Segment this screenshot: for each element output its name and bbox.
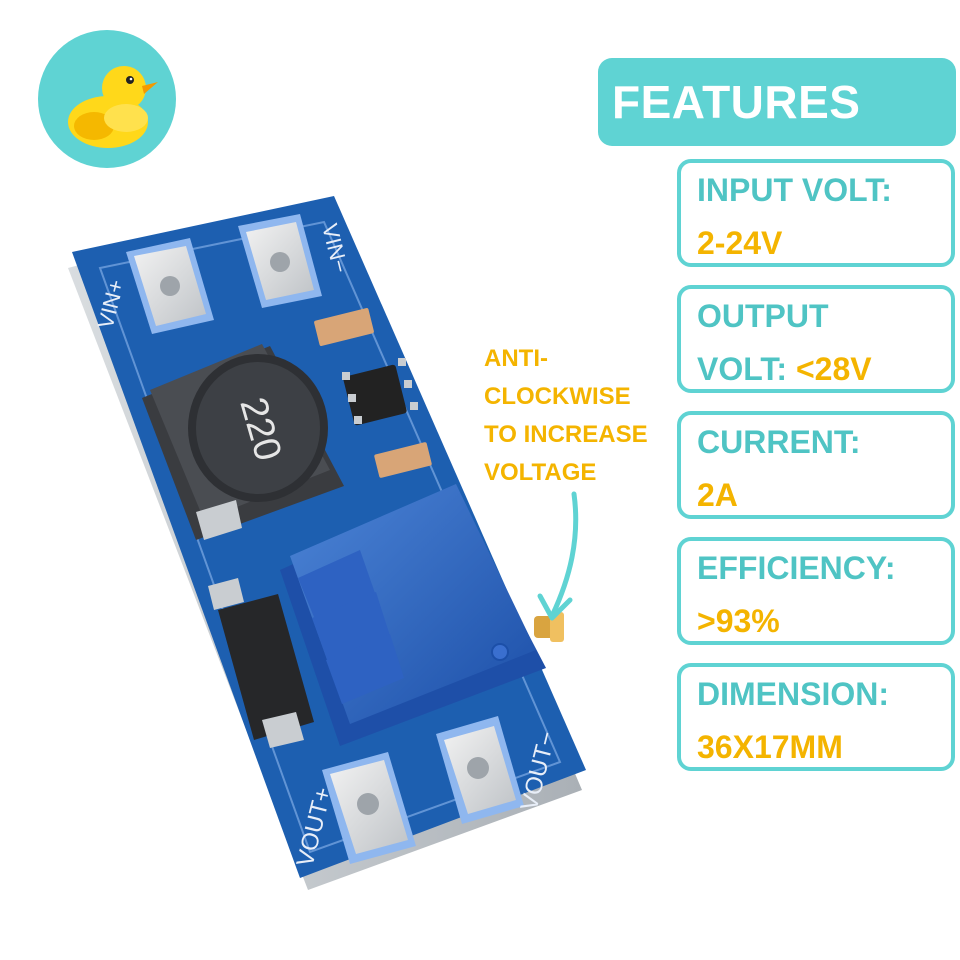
capacitor [374, 442, 432, 478]
annotation-line: VOLTAGE [484, 459, 597, 486]
annotation-line: ANTI- [484, 345, 548, 372]
feature-value: <28V [795, 351, 872, 387]
feature-card-input-volt: INPUT VOLT: 2-24V [677, 159, 955, 267]
inductor: 220 [142, 344, 344, 540]
diode [208, 578, 314, 748]
arrow-icon [537, 491, 579, 621]
annotation-adjust-hint: ANTI- CLOCKWISE TO INCREASE VOLTAGE [484, 340, 674, 492]
annotation-line: TO INCREASE [484, 421, 648, 448]
brand-logo [38, 30, 176, 168]
annotation-line: CLOCKWISE [484, 383, 631, 410]
feature-card-dimension: DIMENSION: 36X17MM [677, 663, 955, 771]
features-header: FEATURES [598, 58, 956, 146]
feature-label: VOLT: [697, 351, 788, 387]
pad-vout-plus [322, 752, 416, 864]
pad-vout-minus [436, 716, 524, 824]
feature-label: CURRENT: [697, 424, 861, 460]
feature-label: OUTPUT [697, 298, 829, 334]
feature-value: >93% [697, 603, 780, 639]
pad-vin-plus [126, 238, 214, 334]
feature-label: EFFICIENCY: [697, 550, 896, 586]
pad-vin-minus [238, 214, 322, 308]
feature-label: DIMENSION: [697, 676, 889, 712]
feature-card-output-volt: OUTPUT VOLT: <28V [677, 285, 955, 393]
features-title: FEATURES [612, 76, 861, 128]
feature-value: 2A [697, 477, 738, 513]
feature-card-current: CURRENT: 2A [677, 411, 955, 519]
potentiometer [280, 484, 546, 746]
duck-icon [68, 66, 158, 148]
feature-value: 2-24V [697, 225, 783, 261]
feature-value: 36X17MM [697, 729, 843, 765]
pcb-top [72, 196, 586, 878]
feature-label: INPUT VOLT: [697, 172, 892, 208]
feature-card-efficiency: EFFICIENCY: >93% [677, 537, 955, 645]
capacitor [314, 308, 374, 346]
